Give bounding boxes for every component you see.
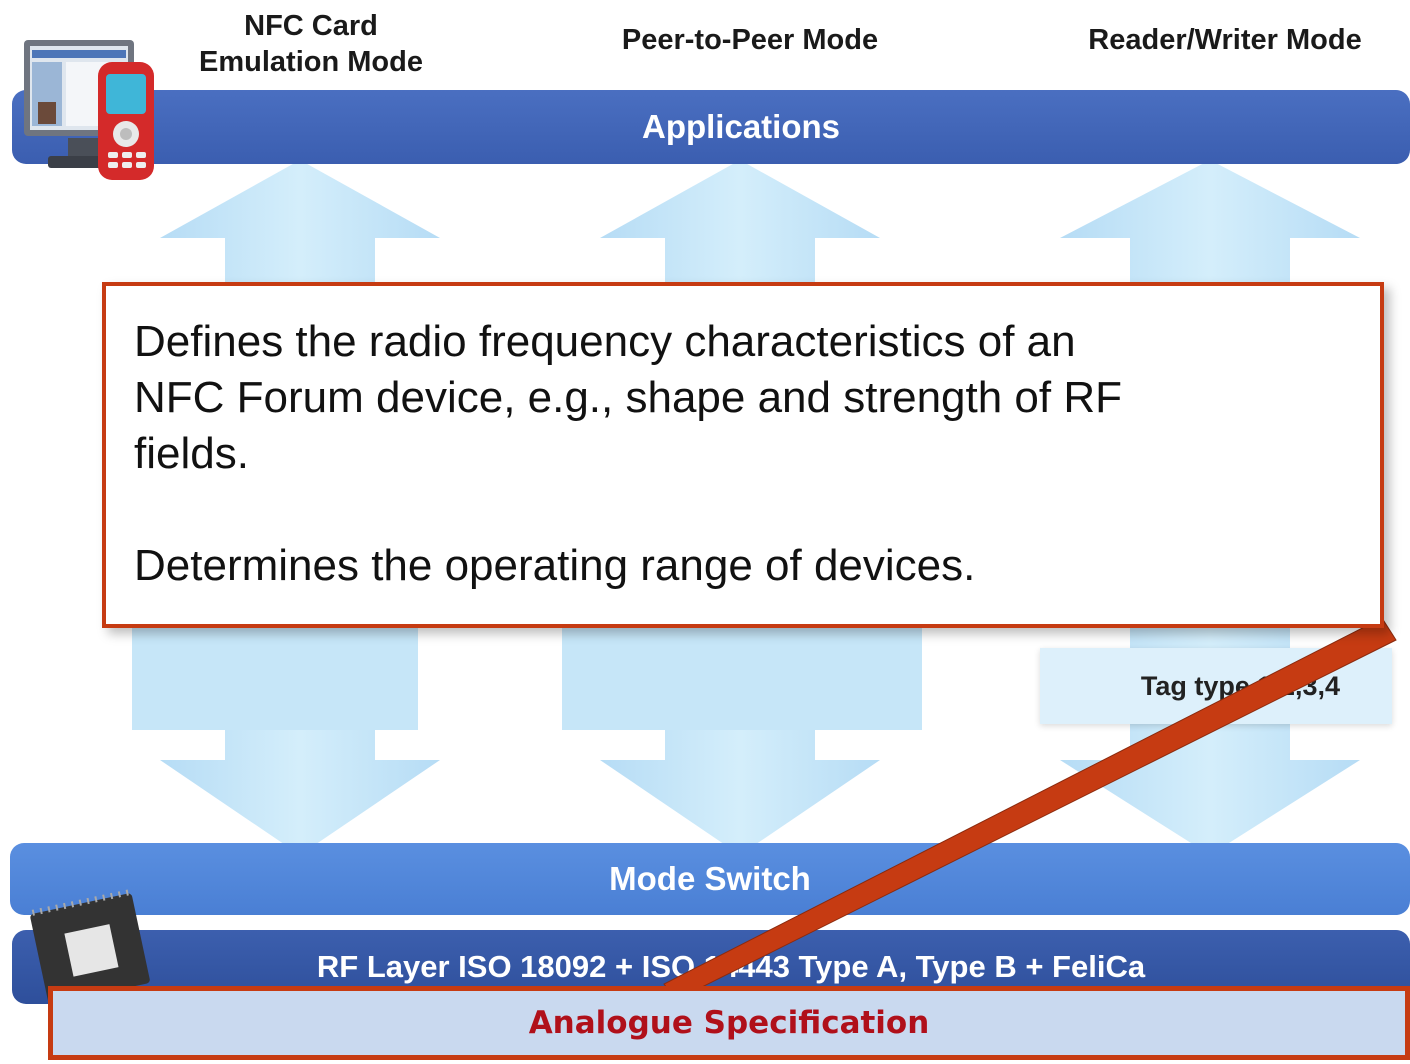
mode-switch-label: Mode Switch xyxy=(609,860,811,897)
chip-icon xyxy=(30,889,150,1004)
analogue-specification-box: Analogue Specification xyxy=(48,986,1410,1060)
computer-phone-icon-group xyxy=(24,40,154,180)
callout-line-4: Determines the operating range of device… xyxy=(134,541,976,590)
mode-peer-to-peer: Peer-to-Peer Mode xyxy=(621,24,879,56)
middle-panel xyxy=(562,626,922,730)
applications-band: Applications xyxy=(12,90,1410,164)
left-panel xyxy=(132,626,418,730)
mode-switch-band: Mode Switch xyxy=(10,843,1410,915)
callout-line-2: NFC Forum device, e.g., shape and streng… xyxy=(134,373,1123,422)
applications-label: Applications xyxy=(641,108,841,145)
mode-card-emulation-line1: NFC Card xyxy=(244,10,378,42)
callout-line-3: fields. xyxy=(134,429,249,478)
callout-spacer xyxy=(134,482,1380,538)
mobile-phone-icon xyxy=(98,62,154,180)
callout-box: Defines the radio frequency characterist… xyxy=(102,282,1384,628)
analogue-specification-label: Analogue Specification xyxy=(528,1005,930,1041)
callout-line-1: Defines the radio frequency characterist… xyxy=(134,317,1076,366)
mode-card-emulation: NFC Card Emulation Mode xyxy=(176,8,446,80)
mode-reader-writer: Reader/Writer Mode xyxy=(1088,24,1362,56)
mode-card-emulation-line2: Emulation Mode xyxy=(199,46,423,78)
